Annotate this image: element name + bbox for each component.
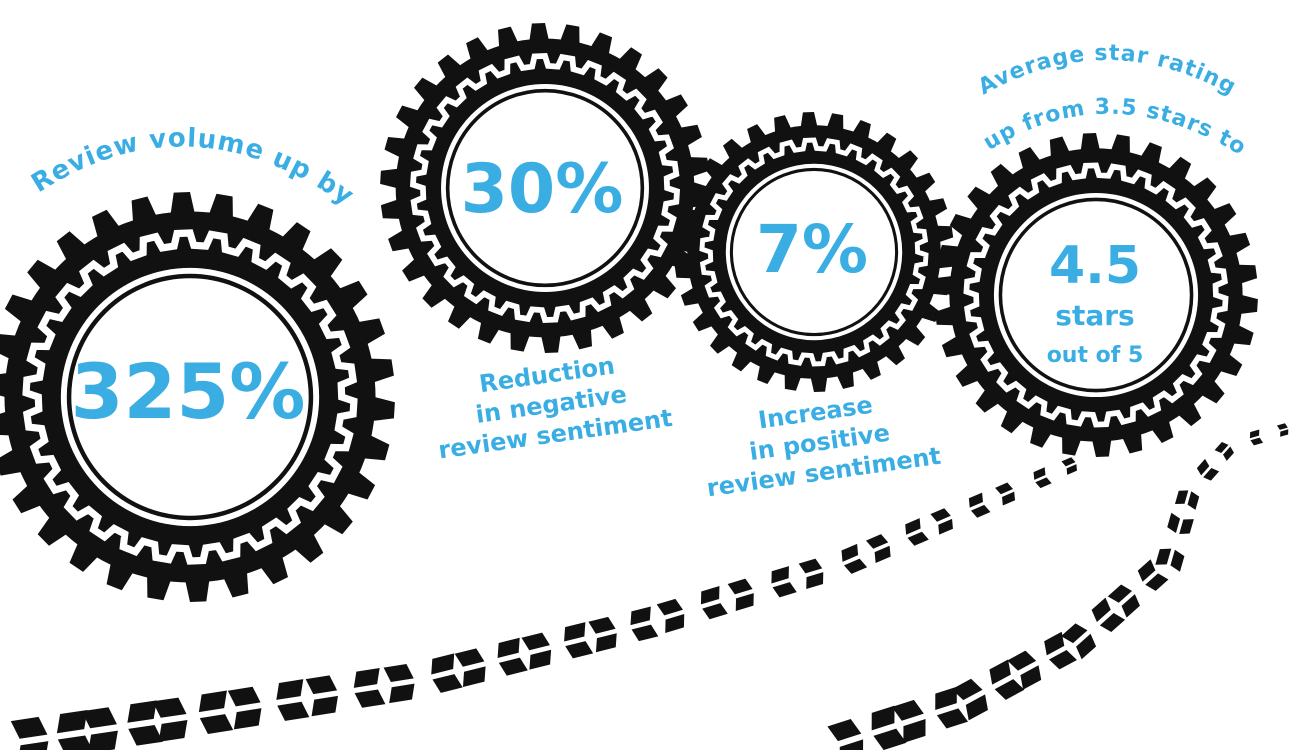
stat-positive-sentiment: 7% Increase in positive review sentiment bbox=[705, 211, 943, 502]
stat-1-caption: Review volume up by bbox=[26, 123, 358, 211]
stat-4-value: 4.5 bbox=[1049, 236, 1141, 296]
tire-tracks-illustration bbox=[10, 423, 1289, 750]
tire-icon-3 bbox=[674, 112, 954, 392]
stat-3-value: 7% bbox=[756, 211, 868, 288]
stat-4-sub: out of 5 bbox=[1047, 343, 1144, 368]
stat-4-caption-line-1: Average star rating bbox=[974, 41, 1239, 100]
tire-icon-2 bbox=[380, 23, 710, 353]
tire-icon-4 bbox=[934, 133, 1258, 457]
svg-text:Average star rating: Average star rating bbox=[974, 41, 1240, 100]
stat-2-value: 30% bbox=[461, 150, 624, 229]
stat-1-value: 325% bbox=[71, 347, 306, 436]
stat-4-unit: stars bbox=[1055, 299, 1134, 332]
tire-icon-1 bbox=[0, 192, 395, 602]
svg-text:Review volume up by: Review volume up by bbox=[26, 123, 359, 211]
